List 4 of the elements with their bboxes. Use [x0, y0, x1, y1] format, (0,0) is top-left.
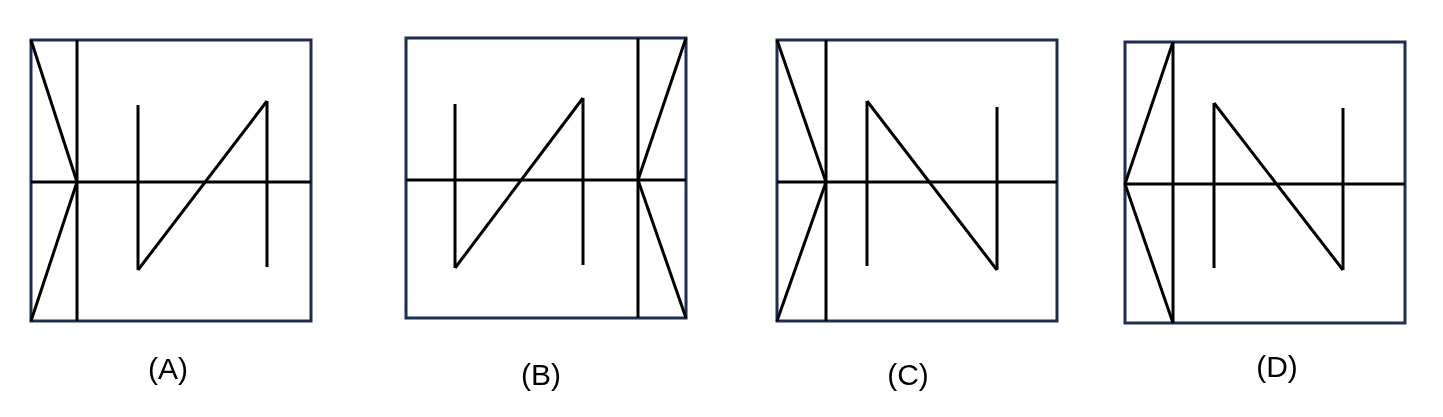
- option-label: (C): [887, 358, 929, 392]
- option-label: (D): [1256, 350, 1298, 384]
- option-label: (A): [148, 352, 188, 386]
- option-label: (B): [521, 358, 561, 392]
